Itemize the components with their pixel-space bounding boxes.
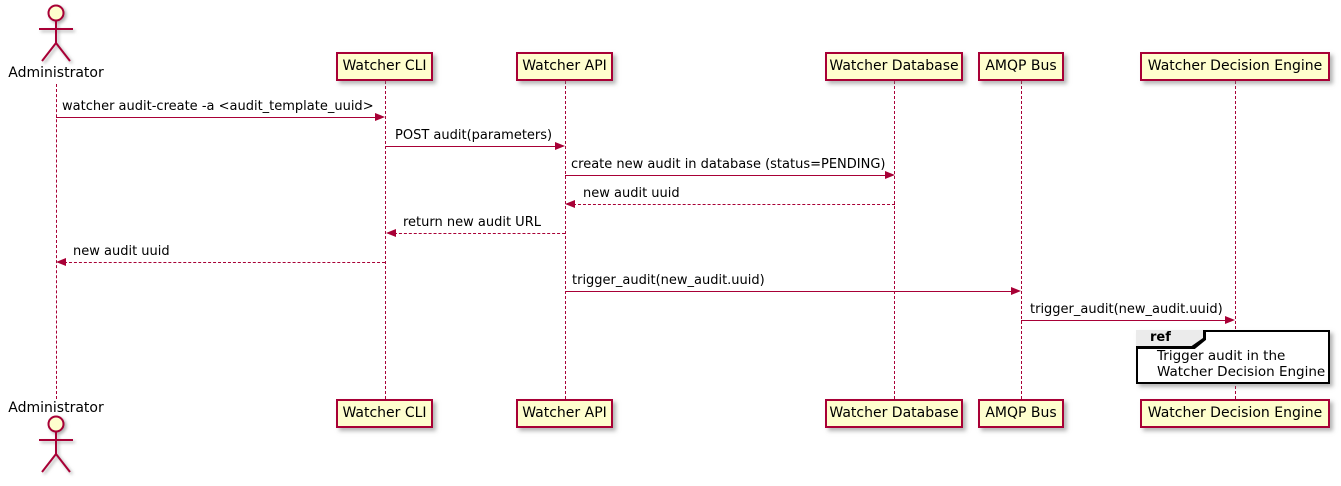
message-arrow-8	[1021, 320, 1226, 321]
message-arrow-2	[385, 146, 557, 147]
message-arrow-4	[573, 204, 895, 205]
arrowhead-left-icon	[386, 229, 396, 237]
participant-watcher-api-bottom: Watcher API	[516, 399, 613, 428]
ref-fragment: ref Trigger audit in the Watcher Decisio…	[1136, 330, 1330, 384]
message-arrow-7	[565, 291, 1012, 292]
actor-figure-icon	[39, 4, 73, 62]
message-label-5: return new audit URL	[403, 215, 541, 230]
actor-label-top: Administrator	[8, 65, 104, 81]
lifeline-watcher-api	[565, 81, 566, 399]
arrowhead-right-icon	[555, 142, 565, 150]
message-arrow-3	[565, 175, 887, 176]
actor-figure-icon	[39, 415, 73, 473]
participant-watcher-cli-bottom: Watcher CLI	[336, 399, 433, 428]
participant-watcher-cli-top: Watcher CLI	[336, 52, 433, 81]
participant-watcher-api-top: Watcher API	[516, 52, 613, 81]
message-label-4: new audit uuid	[583, 186, 680, 201]
arrowhead-left-icon	[565, 200, 575, 208]
ref-text-line-1: Trigger audit in the	[1157, 348, 1286, 364]
participant-watcher-decision-engine-top: Watcher Decision Engine	[1140, 52, 1330, 81]
ref-text-line-2: Watcher Decision Engine	[1157, 364, 1326, 380]
message-arrow-6	[64, 262, 385, 263]
message-label-6: new audit uuid	[73, 244, 170, 259]
arrowhead-right-icon	[1011, 287, 1021, 295]
message-label-7: trigger_audit(new_audit.uuid)	[572, 273, 765, 288]
ref-tab-shape: ref	[1136, 330, 1206, 349]
arrowhead-right-icon	[375, 113, 385, 121]
participant-watcher-decision-engine-bottom: Watcher Decision Engine	[1140, 399, 1330, 428]
arrowhead-left-icon	[56, 258, 66, 266]
actor-label-bottom: Administrator	[8, 400, 104, 416]
message-label-1: watcher audit-create -a <audit_template_…	[62, 99, 374, 114]
message-label-3: create new audit in database (status=PEN…	[571, 157, 886, 172]
lifeline-watcher-cli	[385, 81, 386, 399]
lifeline-amqp-bus	[1021, 81, 1022, 399]
message-label-2: POST audit(parameters)	[395, 128, 553, 143]
ref-keyword: ref	[1150, 330, 1171, 345]
participant-amqp-bus-bottom: AMQP Bus	[978, 399, 1064, 428]
message-arrow-5	[394, 233, 565, 234]
arrowhead-right-icon	[1225, 316, 1235, 324]
lifeline-watcher-decision-engine	[1235, 81, 1236, 399]
participant-watcher-database-bottom: Watcher Database	[825, 399, 963, 428]
lifeline-watcher-database	[894, 81, 895, 399]
lifeline-administrator	[56, 84, 57, 399]
message-arrow-1	[56, 117, 377, 118]
participant-amqp-bus-top: AMQP Bus	[978, 52, 1064, 81]
message-label-8: trigger_audit(new_audit.uuid)	[1030, 302, 1223, 317]
arrowhead-right-icon	[885, 171, 895, 179]
participant-watcher-database-top: Watcher Database	[825, 52, 963, 81]
